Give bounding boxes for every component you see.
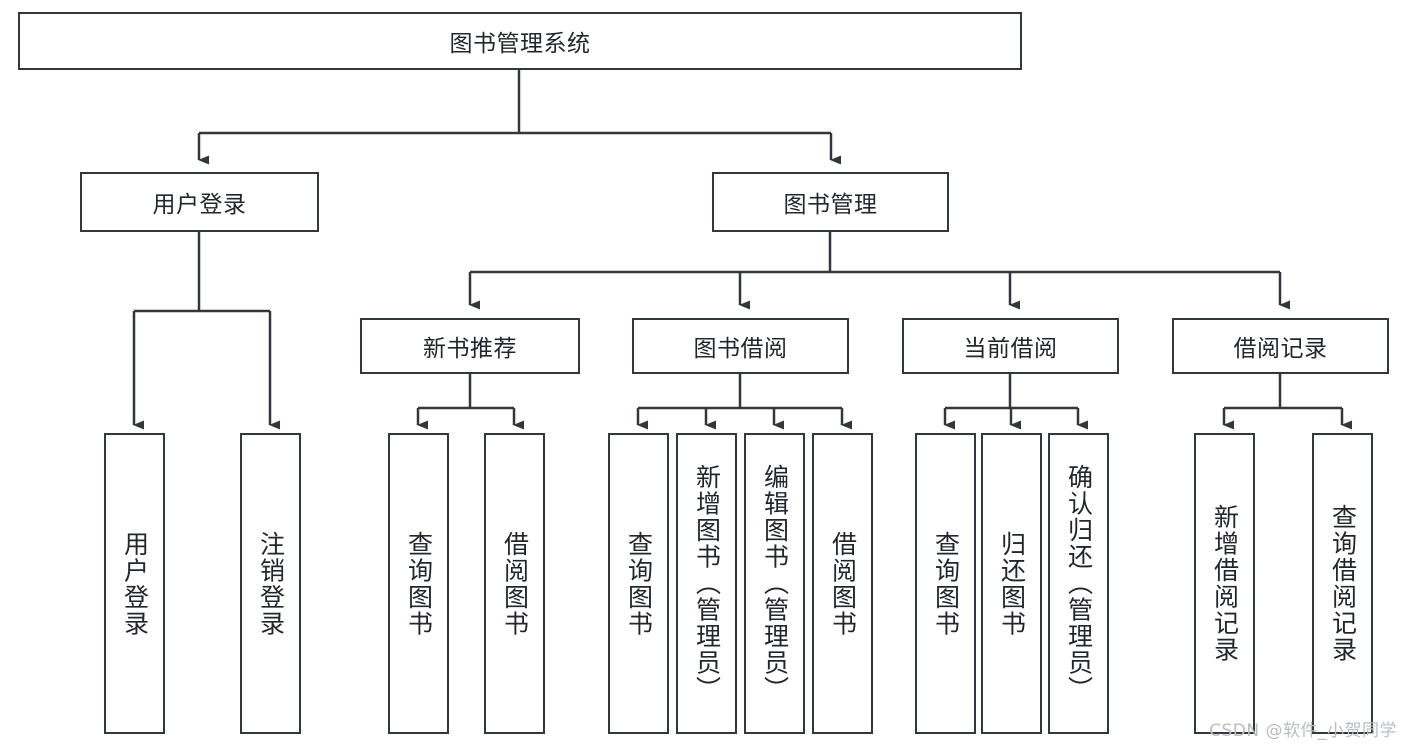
leaf-user-login-label: 用户登录 [120, 530, 150, 637]
leaf-query-borrow-record[interactable]: 查询借阅记录 [1312, 433, 1373, 734]
node-book-management[interactable]: 图书管理 [712, 172, 949, 232]
leaf-query-borrow-record-label: 查询借阅记录 [1328, 504, 1358, 663]
node-borrow-record[interactable]: 借阅记录 [1172, 318, 1389, 374]
leaf-logout-label: 注销登录 [256, 530, 286, 637]
leaf-add-borrow-record[interactable]: 新增借阅记录 [1194, 433, 1255, 734]
node-root-label: 图书管理系统 [449, 31, 591, 57]
leaf-user-login[interactable]: 用户登录 [104, 433, 165, 734]
leaf-add-borrow-record-label: 新增借阅记录 [1210, 504, 1240, 663]
leaf-edit-book-admin[interactable]: 编辑图书（管理员） [744, 433, 805, 734]
node-book-borrow-label: 图书借阅 [693, 336, 788, 362]
node-book-borrow[interactable]: 图书借阅 [632, 318, 849, 374]
leaf-query-book-borrow-label: 查询图书 [624, 530, 654, 637]
leaf-borrow-book-recommend[interactable]: 借阅图书 [484, 433, 545, 734]
node-current-borrow-label: 当前借阅 [963, 336, 1058, 362]
leaf-confirm-return-admin-label: 确认归还（管理员） [1064, 464, 1094, 703]
node-current-borrow[interactable]: 当前借阅 [902, 318, 1119, 374]
leaf-edit-book-admin-label: 编辑图书（管理员） [760, 464, 790, 703]
leaf-query-book-recommend[interactable]: 查询图书 [388, 433, 449, 734]
leaf-query-book-borrow[interactable]: 查询图书 [608, 433, 669, 734]
leaf-logout[interactable]: 注销登录 [240, 433, 301, 734]
leaf-confirm-return-admin[interactable]: 确认归还（管理员） [1048, 433, 1109, 734]
leaf-query-book-current[interactable]: 查询图书 [915, 433, 976, 734]
leaf-borrow-book-recommend-label: 借阅图书 [500, 530, 530, 637]
node-new-book-recommend-label: 新书推荐 [423, 336, 517, 362]
leaf-query-book-recommend-label: 查询图书 [404, 530, 434, 637]
leaf-add-book-admin[interactable]: 新增图书（管理员） [676, 433, 737, 734]
node-root[interactable]: 图书管理系统 [18, 12, 1022, 70]
leaf-return-book-label: 归还图书 [997, 530, 1027, 637]
node-user-login[interactable]: 用户登录 [80, 172, 319, 232]
node-new-book-recommend[interactable]: 新书推荐 [360, 318, 580, 374]
watermark: CSDN @软件_小贺同学 [1209, 721, 1397, 741]
leaf-borrow-book[interactable]: 借阅图书 [812, 433, 873, 734]
node-user-login-label: 用户登录 [152, 192, 247, 218]
node-borrow-record-label: 借阅记录 [1233, 336, 1328, 362]
leaf-add-book-admin-label: 新增图书（管理员） [692, 464, 722, 703]
leaf-return-book[interactable]: 归还图书 [981, 433, 1042, 734]
leaf-borrow-book-label: 借阅图书 [828, 530, 858, 637]
leaf-query-book-current-label: 查询图书 [931, 530, 961, 637]
node-book-management-label: 图书管理 [783, 192, 878, 218]
